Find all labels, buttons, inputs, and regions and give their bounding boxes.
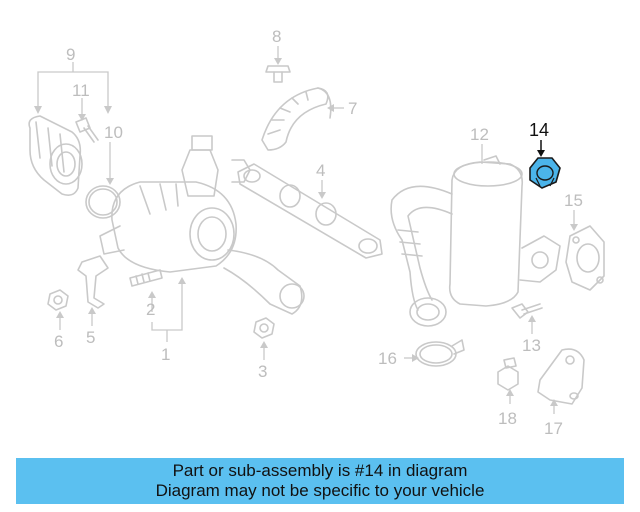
callout-10: 10 xyxy=(104,123,123,142)
callout-11: 11 xyxy=(72,81,90,100)
callout-5: 5 xyxy=(86,328,95,347)
part-8-bolt[interactable] xyxy=(265,65,291,83)
part-12-catalytic-converter[interactable] xyxy=(390,155,561,327)
callout-8: 8 xyxy=(272,27,281,46)
callout-labels: 9 11 10 8 7 4 6 5 2 1 3 12 14 15 13 16 1… xyxy=(54,27,583,438)
part-1-turbocharger[interactable] xyxy=(99,135,305,315)
callout-3: 3 xyxy=(258,362,267,381)
callout-16: 16 xyxy=(378,349,397,368)
callout-18: 18 xyxy=(498,409,517,428)
part-13-bolt[interactable] xyxy=(511,303,543,319)
part-9-intake-elbow[interactable] xyxy=(28,115,83,196)
banner-line-1: Part or sub-assembly is #14 in diagram xyxy=(172,461,468,480)
part-5-bracket[interactable] xyxy=(77,255,109,309)
part-6-nut[interactable] xyxy=(47,289,69,311)
info-banner: Part or sub-assembly is #14 in diagram D… xyxy=(16,458,624,504)
part-4-manifold-gasket[interactable] xyxy=(237,163,383,259)
parts-diagram: 9 11 10 8 7 4 6 5 2 1 3 12 14 15 13 16 1… xyxy=(28,27,605,438)
callout-4: 4 xyxy=(316,161,325,180)
callout-13: 13 xyxy=(522,336,541,355)
leader-lines xyxy=(34,46,578,414)
callout-17: 17 xyxy=(544,419,563,438)
part-18-nut[interactable] xyxy=(497,357,519,391)
part-2-stud[interactable] xyxy=(129,269,163,287)
part-11-bolt[interactable] xyxy=(75,117,99,143)
callout-9: 9 xyxy=(66,45,75,64)
part-17-bracket[interactable] xyxy=(537,348,585,405)
callout-15: 15 xyxy=(564,191,583,210)
callout-2: 2 xyxy=(146,300,155,319)
part-3-nut[interactable] xyxy=(253,317,275,339)
callout-12: 12 xyxy=(470,125,489,144)
part-16-clamp[interactable] xyxy=(415,339,465,367)
part-15-gasket[interactable] xyxy=(565,225,605,291)
part-10-o-ring[interactable] xyxy=(85,185,121,219)
banner-line-2: Diagram may not be specific to your vehi… xyxy=(155,481,485,500)
callout-14: 14 xyxy=(529,120,549,140)
part-7-heat-shield[interactable] xyxy=(261,87,332,151)
part-14-nut[interactable] xyxy=(529,157,561,189)
callout-1: 1 xyxy=(161,345,170,364)
callout-6: 6 xyxy=(54,332,63,351)
callout-7: 7 xyxy=(348,99,357,118)
